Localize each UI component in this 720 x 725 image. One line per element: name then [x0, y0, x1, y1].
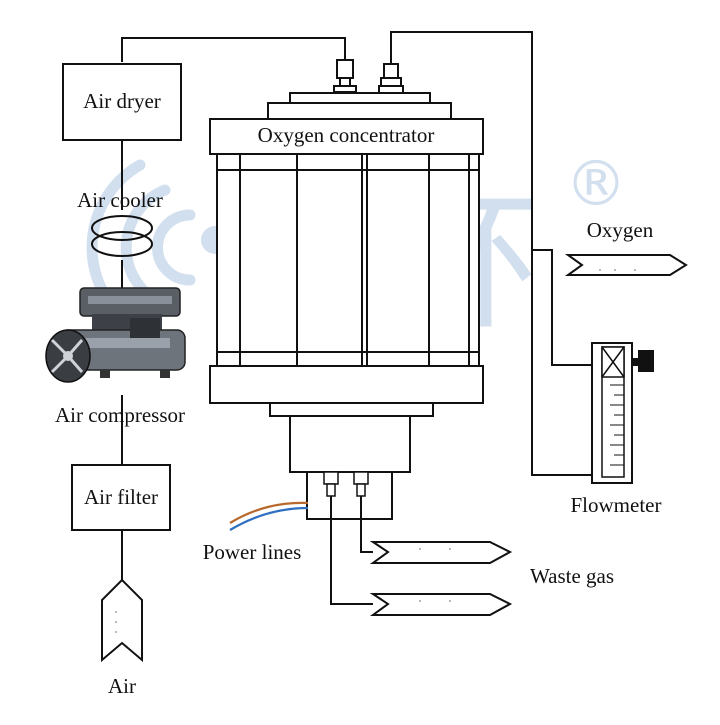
oxygen-outlet-arrow-dots: [599, 269, 636, 271]
watermark-registered-mark: ®: [565, 147, 627, 220]
oxygen-output-line: [390, 31, 592, 476]
waste-gas-label: Waste gas: [530, 564, 614, 588]
air-cooler-coil-icon: [91, 215, 153, 257]
exhaust-valve-fittings: [323, 471, 369, 497]
oxygen-label: Oxygen: [587, 218, 654, 242]
power-lines-label: Power lines: [203, 540, 302, 564]
concentrator-cylinder-lines: [217, 154, 479, 366]
oxygen-concentrator-label: Oxygen concentrator: [258, 123, 435, 147]
air-cooler-label: Air cooler: [77, 188, 163, 212]
waste-gas-arrow-dots: [419, 548, 451, 602]
air-inlet-arrow-dots: [115, 611, 117, 633]
air-filter-label: Air filter: [84, 485, 158, 509]
oxygen-outlet-arrow: [564, 254, 688, 276]
waste-gas-arrow-lower: [369, 593, 513, 616]
air-filter-box: [71, 464, 171, 531]
flowmeter-label: Flowmeter: [571, 493, 662, 517]
oxygen-concentrator: [209, 59, 484, 520]
waste-gas-lines: [330, 496, 373, 605]
flowmeter-branch-line: [532, 249, 592, 366]
waste-gas-arrow-upper: [369, 541, 513, 564]
air-compressor-label: Air compressor: [55, 403, 185, 427]
air-dryer-box: [62, 63, 182, 141]
power-lines: [229, 501, 309, 531]
air-dryer-label: Air dryer: [83, 89, 161, 113]
air-compressor-icon: [45, 287, 186, 383]
air-inlet-arrow: [101, 578, 143, 663]
air-label: Air: [108, 674, 136, 698]
left-chain-lines: [121, 37, 346, 580]
flowmeter-icon: [591, 342, 654, 484]
